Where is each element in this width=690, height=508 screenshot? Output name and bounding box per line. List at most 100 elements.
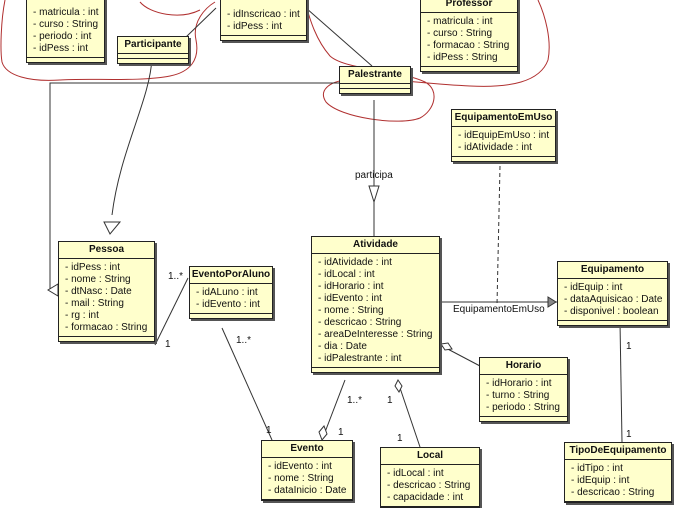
attribute: - dtNasc : Date: [65, 286, 132, 297]
class-operations: [452, 157, 555, 161]
eventoporaluno-evento-line: [221, 327, 273, 441]
attribute: - dataAquisicao : Date: [564, 294, 663, 305]
class-operations: [312, 368, 439, 372]
class-name: EquipamentoEmUso: [452, 110, 555, 127]
atividade-equipamento-arrowhead: [547, 296, 557, 308]
class-attributes: [118, 54, 188, 59]
class-attributes: - idEquipEmUso : int - idAtividade : int: [452, 127, 555, 157]
attribute: - curso : String: [427, 28, 493, 39]
attribute: - idHorario : int: [318, 281, 384, 292]
attribute: - periodo : int: [33, 31, 92, 42]
class-name: Professor: [421, 0, 517, 13]
attribute: - nome : String: [318, 305, 384, 316]
class-participante[interactable]: Participante: [117, 36, 189, 64]
attribute: - idEvento : int: [268, 461, 332, 472]
attribute: - dataInicio : Date: [268, 485, 347, 496]
attribute: - matricula : int: [33, 7, 99, 18]
class-evento-por-aluno[interactable]: EventoPorAluno - idALuno : int - idEvent…: [189, 266, 273, 319]
class-equipamento-em-uso[interactable]: EquipamentoEmUso - idEquipEmUso : int - …: [451, 109, 556, 162]
class-pessoa[interactable]: Pessoa - idPess : int - nome : String - …: [58, 241, 155, 342]
class-operations: [558, 321, 667, 325]
atividade-local-diamond: [394, 379, 403, 393]
participante-gen-arrowhead: [103, 221, 122, 235]
class-attributes: [340, 84, 410, 89]
attribute: - idPess : String: [427, 52, 498, 63]
class-attributes: - matricula : int - curso : String - per…: [27, 0, 104, 58]
class-aluno[interactable]: - matricula : int - curso : String - per…: [26, 0, 105, 63]
class-attributes: - idPess : int - nome : String - dtNasc …: [59, 259, 154, 337]
attribute: - idEvento : int: [196, 299, 260, 310]
class-local[interactable]: Local - idLocal : int - descricao : Stri…: [380, 447, 480, 508]
multiplicity-evento-atividade: 1: [338, 427, 344, 438]
class-operations: [190, 314, 272, 318]
attribute: - idEvento : int: [318, 293, 382, 304]
class-operations: [421, 67, 517, 71]
equip-em-uso-dashed-line: [496, 165, 501, 306]
multiplicity-atividade-local: 1: [387, 395, 393, 406]
class-attributes: - matricula : int - curso : String - for…: [421, 13, 517, 67]
attribute: - idAtividade : int: [458, 142, 532, 153]
attribute: - dia : Date: [318, 341, 367, 352]
attribute: - descricao : String: [318, 317, 402, 328]
pessoa-eventoporaluno-line: [154, 277, 189, 346]
participa-arrowhead: [368, 185, 380, 204]
attribute: - matricula : int: [427, 16, 493, 27]
class-attributes: - idHorario : int - turno : String - per…: [480, 375, 567, 417]
class-operations: [27, 58, 104, 62]
attribute: - idAtividade : int: [318, 257, 392, 268]
attribute: - idInscricao : int: [227, 9, 300, 20]
multiplicity-tipo: 1: [626, 429, 632, 440]
attribute: - turno : String: [486, 390, 550, 401]
attribute: - idPess : int: [33, 43, 89, 54]
class-attributes: - idEquip : int - dataAquisicao : Date -…: [558, 279, 667, 321]
class-atividade[interactable]: Atividade - idAtividade : int - idLocal …: [311, 236, 440, 373]
class-attributes: - idAtividade : int - idLocal : int - id…: [312, 254, 439, 368]
attribute: - idPalestrante : int: [318, 353, 402, 364]
class-inscricao[interactable]: - idInscricao : int - idPess : int: [220, 0, 307, 41]
class-name: Equipamento: [558, 262, 667, 279]
participante-pessoa-generalization: [111, 57, 153, 216]
multiplicity-local: 1: [397, 433, 403, 444]
attribute: - disponivel : boolean: [564, 306, 659, 317]
attribute: - idEquip : int: [571, 475, 630, 486]
attribute: - idTipo : int: [571, 463, 623, 474]
class-horario[interactable]: Horario - idHorario : int - turno : Stri…: [479, 357, 568, 422]
attribute: - formacao : String: [65, 322, 148, 333]
multiplicity-pessoa: 1: [165, 339, 171, 350]
class-operations: [480, 417, 567, 421]
class-attributes: - idLocal : int - descricao : String - c…: [381, 465, 479, 507]
attribute: - nome : String: [65, 274, 131, 285]
class-operations: [221, 36, 306, 40]
class-name: TipoDeEquipamento: [565, 443, 671, 460]
class-professor[interactable]: Professor - matricula : int - curso : St…: [420, 0, 518, 72]
attribute: - descricao : String: [571, 487, 655, 498]
atividade-horario-diamond: [440, 342, 453, 351]
atividade-evento-diamond: [318, 425, 328, 441]
attribute: - idPess : int: [227, 21, 283, 32]
class-palestrante[interactable]: Palestrante: [339, 66, 411, 94]
attribute: - curso : String: [33, 19, 99, 30]
inscricao-right-line: [305, 7, 373, 67]
class-name: Local: [381, 448, 479, 465]
attribute: - areaDeInteresse : String: [318, 329, 433, 340]
multiplicity-equipamento: 1: [626, 341, 632, 352]
multiplicity-atividade-evento: 1..*: [347, 395, 363, 406]
class-name: Palestrante: [340, 67, 410, 84]
multiplicity-evento-left: 1: [266, 425, 272, 436]
attribute: - periodo : String: [486, 402, 560, 413]
attribute: - idPess : int: [65, 262, 121, 273]
class-name: Horario: [480, 358, 567, 375]
class-equipamento[interactable]: Equipamento - idEquip : int - dataAquisi…: [557, 261, 668, 326]
equipamento-em-uso-label: EquipamentoEmUso: [453, 304, 545, 315]
class-attributes: - idInscricao : int - idPess : int: [221, 0, 306, 36]
multiplicity-eventoporaluno-left: 1..*: [168, 271, 184, 282]
class-tipo-de-equipamento[interactable]: TipoDeEquipamento - idTipo : int - idEqu…: [564, 442, 672, 503]
attribute: - descricao : String: [387, 480, 471, 491]
class-attributes: - idTipo : int - idEquip : int - descric…: [565, 460, 671, 502]
class-evento[interactable]: Evento - idEvento : int - nome : String …: [261, 440, 353, 501]
inscricao-left-line: [184, 7, 217, 39]
class-attributes: - idALuno : int - idEvento : int: [190, 284, 272, 314]
attribute: - idEquip : int: [564, 282, 623, 293]
attribute: - capacidade : int: [387, 492, 464, 503]
